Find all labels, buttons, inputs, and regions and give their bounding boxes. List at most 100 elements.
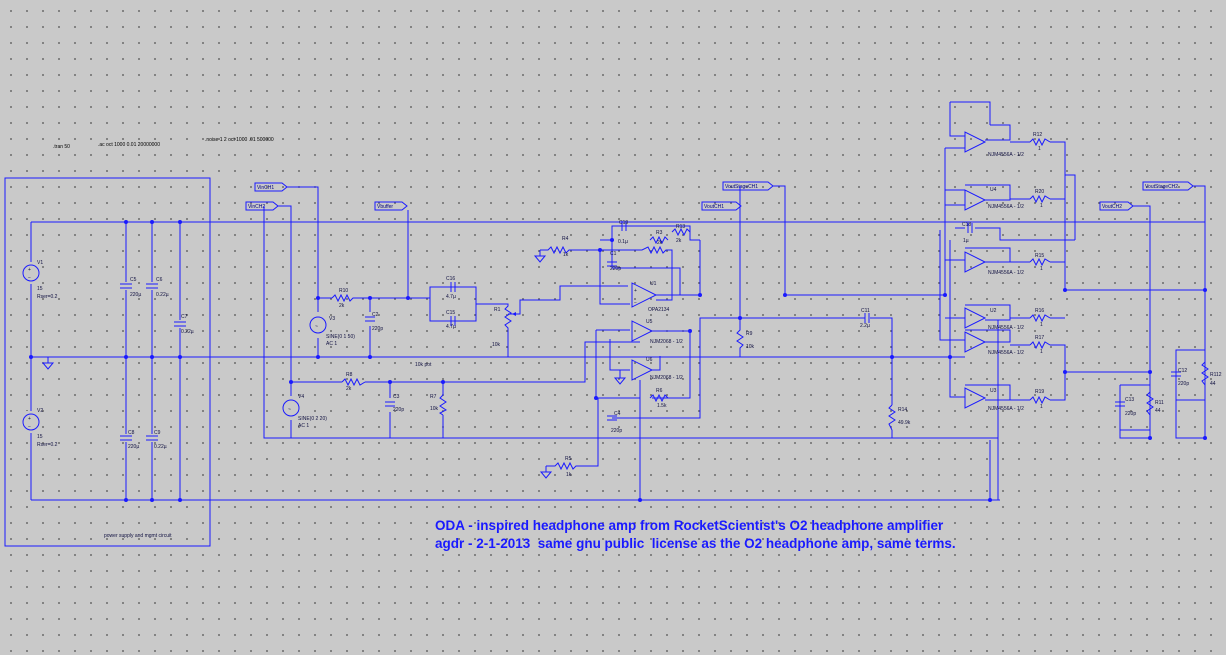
- r14-resistor[interactable]: R14 49.9k: [888, 404, 911, 431]
- c18-capacitor[interactable]: C18 1µ: [962, 222, 973, 244]
- svg-text:15: 15: [37, 286, 43, 292]
- svg-text:220µ: 220µ: [130, 292, 141, 298]
- net-label-vbuffer[interactable]: Vbuffer: [374, 201, 408, 211]
- r10-resistor[interactable]: R10 2k: [331, 288, 355, 309]
- svg-text:4.7µ: 4.7µ: [446, 294, 456, 300]
- net-label-vinch1[interactable]: VinCH1: [254, 182, 288, 192]
- svg-text:+: +: [634, 288, 637, 294]
- r11-resistor[interactable]: R11 44: [1146, 391, 1164, 416]
- v3-source[interactable]: ~ V3 SINE(0 1 50) AC 1: [309, 313, 355, 347]
- c9-capacitor[interactable]: C9 0.22µ: [146, 430, 167, 450]
- opamp-u3[interactable]: U3 NJM4556A - 1/2: [964, 387, 1024, 412]
- svg-text:49.9k: 49.9k: [898, 420, 911, 426]
- svg-text:NJM4556A - 1/2: NJM4556A - 1/2: [988, 350, 1024, 356]
- c6-capacitor[interactable]: C6 0.22µ: [146, 277, 169, 298]
- opamp-u4[interactable]: U4 NJM4556A - 1/2: [964, 187, 1024, 211]
- svg-text:C13: C13: [1125, 397, 1134, 403]
- r19-resistor[interactable]: R19 1: [1029, 389, 1051, 410]
- r17-resistor[interactable]: R17 1: [1029, 335, 1051, 355]
- svg-text:AC 1: AC 1: [298, 423, 309, 429]
- svg-text:1k: 1k: [566, 472, 572, 478]
- v1-source[interactable]: +− V1 15 Rser=0.2: [22, 260, 58, 300]
- opamp-ua-mid[interactable]: NJM4556A - 1/2: [964, 251, 1024, 276]
- svg-text:R1: R1: [494, 307, 501, 313]
- r13-resistor[interactable]: R13 2k: [671, 224, 691, 244]
- ac-directive[interactable]: .ac oct 1000 0.01 20000000: [98, 142, 160, 148]
- c1-capacitor[interactable]: C1 220p: [607, 251, 621, 272]
- svg-text:SINE(0 1 50): SINE(0 1 50): [326, 334, 355, 340]
- c13-capacitor[interactable]: C13 220p: [1115, 397, 1136, 417]
- net-label-vinch2[interactable]: VinCH2: [245, 201, 279, 211]
- c11-capacitor[interactable]: C11 2.2µ: [860, 308, 870, 329]
- svg-text:NJM4556A - 1/2: NJM4556A - 1/2: [988, 325, 1024, 331]
- net-label-voutch2[interactable]: VoutCH2: [1099, 201, 1134, 211]
- c2-capacitor[interactable]: C2 220p: [365, 312, 383, 332]
- svg-text:R3: R3: [656, 230, 663, 236]
- opamp-ua-top[interactable]: NJM4556A - 1/2: [964, 131, 1024, 158]
- c4-capacitor[interactable]: C4 220p: [607, 411, 622, 434]
- tran-directive[interactable]: .tran 50: [53, 144, 70, 150]
- v4-source[interactable]: ~ V4 SINE(0 2 20) AC 1: [282, 394, 327, 429]
- r16-resistor[interactable]: R16 1: [1029, 308, 1051, 328]
- svg-text:SINE(0 2 20): SINE(0 2 20): [298, 416, 327, 422]
- svg-text:V4: V4: [298, 394, 304, 400]
- r7-resistor[interactable]: R7 10k: [430, 394, 447, 416]
- noise-directive[interactable]: .noise 1 2 oct 1000 .01 500000: [205, 137, 274, 143]
- opamp-u5[interactable]: U5 NJM2068 - 1/2: [631, 319, 683, 345]
- r3-resistor[interactable]: R3 2k: [649, 230, 669, 246]
- v2-source[interactable]: +− V2 15 Rser=0.2: [22, 408, 58, 448]
- net-label-voutstage-ch2[interactable]: VoutStageCH2: [1142, 181, 1194, 191]
- svg-text:R11: R11: [1155, 400, 1164, 406]
- net-label-voutstage-ch1[interactable]: VoutStageCH1: [722, 181, 774, 191]
- svg-text:1µ: 1µ: [963, 238, 969, 244]
- ground-icon: [41, 357, 55, 370]
- r4-resistor[interactable]: R4 1k: [562, 236, 569, 258]
- svg-text:VinCH2: VinCH2: [248, 204, 265, 210]
- opamp-ua-low[interactable]: NJM4556A - 1/2: [964, 331, 1024, 356]
- svg-text:U2: U2: [990, 308, 997, 314]
- c8-capacitor[interactable]: C8 220µ: [120, 430, 139, 450]
- opamp-u2[interactable]: U2 NJM4556A - 1/2: [964, 307, 1024, 331]
- svg-text:U6: U6: [646, 357, 653, 363]
- svg-text:R15: R15: [1035, 253, 1044, 259]
- r15-resistor[interactable]: R15 1: [1029, 253, 1051, 272]
- svg-text:44: 44: [1210, 381, 1216, 387]
- c15-capacitor[interactable]: C15 4.7µ: [446, 310, 456, 330]
- c7-capacitor[interactable]: C7 0.22µ: [174, 314, 194, 335]
- c19-capacitor[interactable]: C19 0.1µ: [618, 220, 628, 245]
- svg-text:R8: R8: [346, 372, 353, 378]
- r6-resistor[interactable]: R6 1.5k: [649, 388, 669, 409]
- svg-text:C9: C9: [154, 430, 161, 436]
- svg-text:C4: C4: [614, 411, 621, 417]
- c3-capacitor[interactable]: C3 220p: [385, 394, 404, 413]
- svg-text:1: 1: [1040, 203, 1043, 209]
- svg-text:2k: 2k: [346, 386, 352, 392]
- c12-capacitor[interactable]: C12 220p: [1171, 368, 1189, 387]
- comment-line-1[interactable]: ODA - inspired headphone amp from Rocket…: [435, 518, 944, 533]
- svg-text:NJM4556A - 1/2: NJM4556A - 1/2: [988, 152, 1024, 158]
- r20-resistor[interactable]: R20 1: [1029, 189, 1051, 209]
- pot-r1[interactable]: R1 10k 10k pot: [415, 285, 628, 368]
- comment-line-2[interactable]: agdr - 2-1-2013 same gnu public license …: [435, 536, 956, 551]
- r9-resistor[interactable]: R9 10k: [736, 186, 755, 357]
- svg-text:−: −: [28, 424, 31, 430]
- power-box-label: power supply and mgmt circuit: [104, 533, 172, 539]
- opamp-u1[interactable]: +− U1 OPA2134: [631, 281, 670, 313]
- svg-text:0.22µ: 0.22µ: [181, 329, 194, 335]
- svg-text:NJM2068 - 1/2: NJM2068 - 1/2: [650, 339, 683, 345]
- svg-text:R6: R6: [656, 388, 663, 394]
- r5-resistor[interactable]: R5 1k: [539, 456, 584, 479]
- input-wiring: [263, 186, 998, 439]
- svg-text:10k: 10k: [430, 406, 439, 412]
- net-label-voutch1[interactable]: VoutCH1: [701, 201, 742, 211]
- c5-capacitor[interactable]: C5 220µ: [120, 277, 141, 298]
- r8-resistor[interactable]: R8 2k: [341, 372, 366, 392]
- opamp-u6[interactable]: U6 NJM2068 - 1/2: [631, 357, 683, 381]
- svg-text:NJM4556A - 1/2: NJM4556A - 1/2: [988, 406, 1024, 412]
- svg-text:V2: V2: [37, 408, 43, 414]
- svg-text:−: −: [634, 300, 637, 306]
- r12-resistor[interactable]: R12 1: [1029, 132, 1051, 152]
- r112-resistor[interactable]: R112 44: [1201, 361, 1222, 387]
- svg-text:220µ: 220µ: [128, 444, 139, 450]
